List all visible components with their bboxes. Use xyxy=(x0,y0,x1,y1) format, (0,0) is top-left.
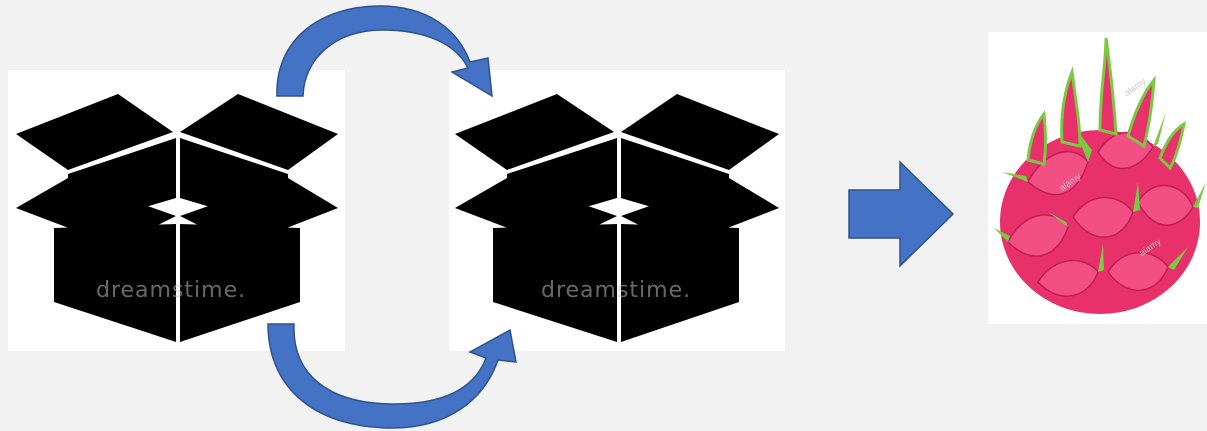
right-arrow-icon xyxy=(848,160,955,268)
open-box-left-panel: dreamstime. xyxy=(8,70,345,351)
dragon-fruit-icon xyxy=(994,37,1206,314)
dragon-fruit-panel: alamy alamy alamy xyxy=(988,32,1207,324)
curved-arrow-icon xyxy=(267,323,517,429)
open-box-icon xyxy=(16,94,338,342)
open-box-right-panel: dreamstime. xyxy=(449,70,785,351)
open-box-icon xyxy=(455,94,779,342)
curved-arrow-icon xyxy=(276,5,493,98)
watermark-text: dreamstime. xyxy=(96,278,247,303)
watermark-text: dreamstime. xyxy=(541,278,692,303)
